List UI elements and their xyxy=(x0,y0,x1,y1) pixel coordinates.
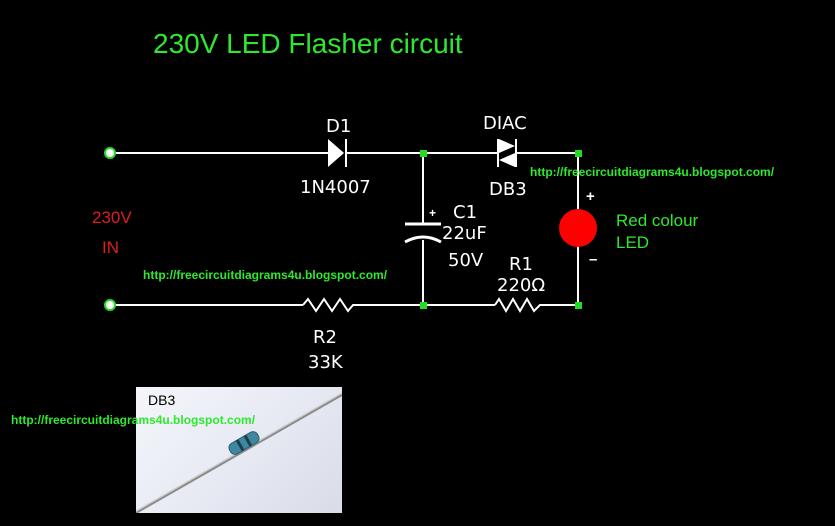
watermark-url-top: http://freecircuitdiagrams4u.blogspot.co… xyxy=(530,165,775,179)
resistor-r2-symbol xyxy=(302,297,357,313)
page-title: 230V LED Flasher circuit xyxy=(153,28,463,59)
diac-part-label: DB3 xyxy=(489,179,527,200)
led-plus-sign: + xyxy=(586,188,595,205)
resistor-r1-symbol xyxy=(494,297,545,313)
c1-plus-sign: + xyxy=(429,206,437,220)
db3-photo xyxy=(136,387,342,513)
c1-voltage-label: 50V xyxy=(448,250,484,271)
r1-value-label: 220Ω xyxy=(497,275,546,296)
d1-part-label: 1N4007 xyxy=(300,177,371,198)
node-top-right xyxy=(575,150,582,157)
capacitor-c1-symbol xyxy=(404,222,442,244)
diac-symbol xyxy=(497,139,517,167)
input-terminal-bottom xyxy=(104,299,116,311)
db3-photo-label: DB3 xyxy=(148,392,176,408)
led-minus-sign: – xyxy=(589,251,598,268)
node-bottom-mid xyxy=(420,302,427,309)
watermark-url-bottom: http://freecircuitdiagrams4u.blogspot.co… xyxy=(11,413,256,427)
led-label-line1: Red colour xyxy=(616,211,699,230)
input-in-label: IN xyxy=(102,238,119,257)
led-label-line2: LED xyxy=(616,233,650,252)
r2-value-label: 33K xyxy=(308,352,343,373)
r1-ref-label: R1 xyxy=(509,254,533,275)
db3-photo-drawing xyxy=(136,392,342,513)
diac-ref-label: DIAC xyxy=(483,113,527,134)
c1-ref-label: C1 xyxy=(453,202,478,223)
node-bottom-right xyxy=(575,302,582,309)
r2-ref-label: R2 xyxy=(313,327,337,348)
node-top-mid xyxy=(420,150,427,157)
d1-ref-label: D1 xyxy=(326,116,352,137)
c1-value-label: 22uF xyxy=(442,223,487,244)
input-terminal-top xyxy=(104,147,116,159)
diode-d1-symbol xyxy=(328,139,347,167)
input-voltage-label: 230V xyxy=(92,208,132,227)
led-red-dot xyxy=(559,209,597,247)
watermark-url-middle: http://freecircuitdiagrams4u.blogspot.co… xyxy=(143,268,388,282)
